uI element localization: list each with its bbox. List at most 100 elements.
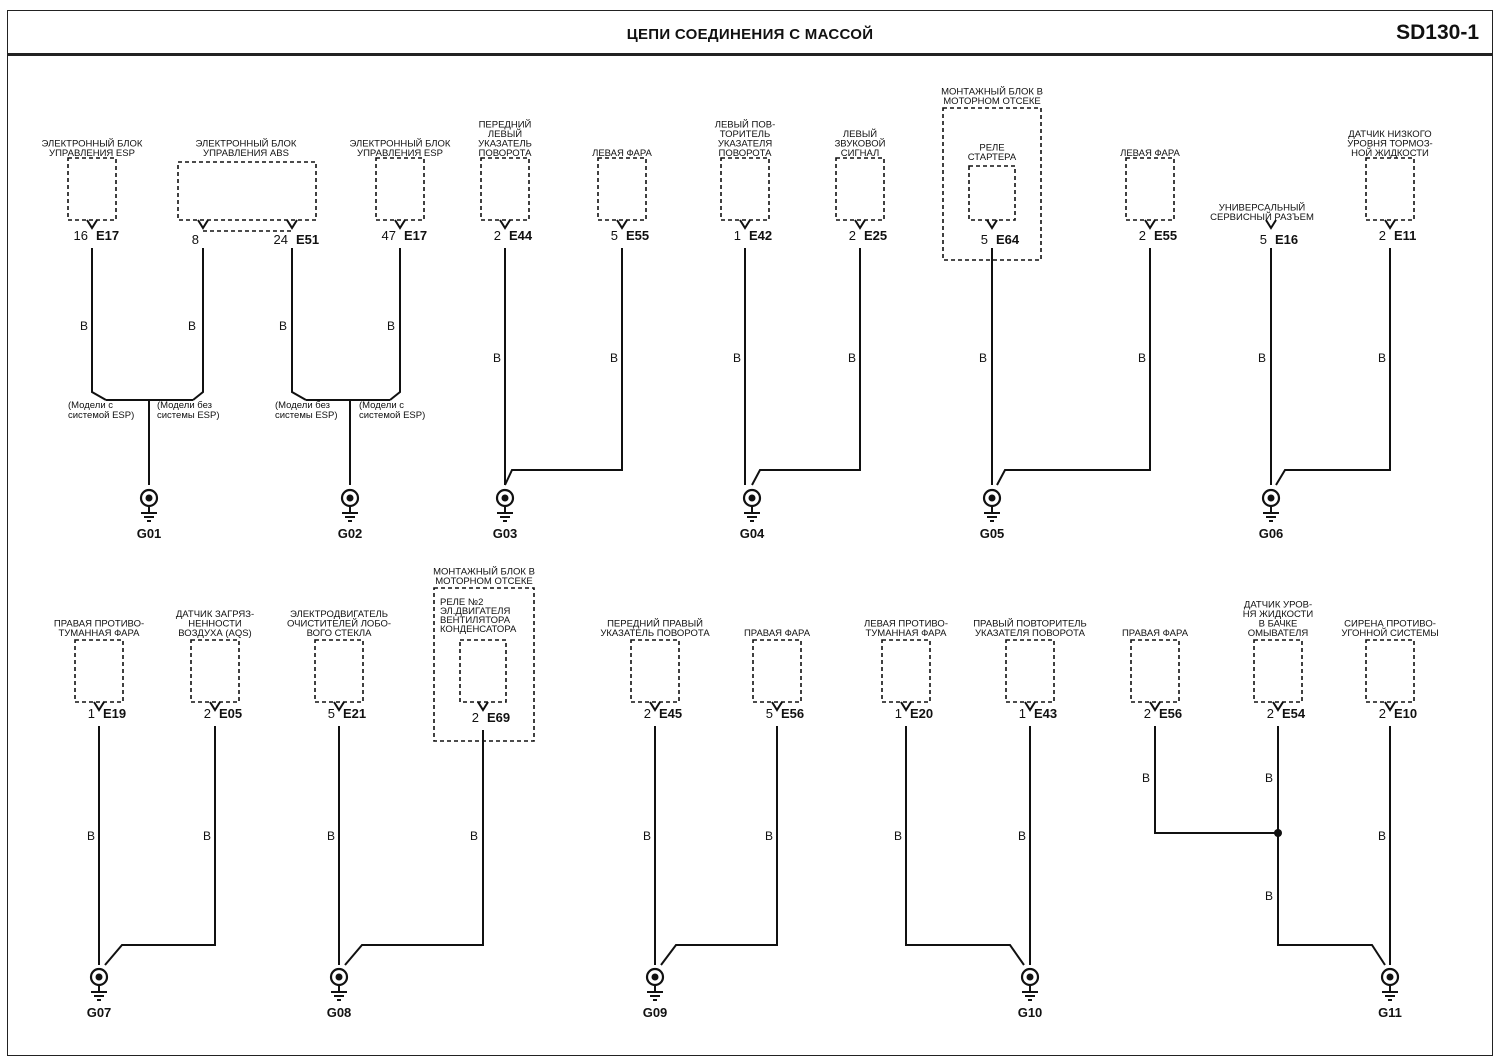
- c8-component-box: [968, 165, 1016, 221]
- c17-connector-id: E56: [781, 706, 804, 721]
- c17-label-line-1: ПРАВАЯ ФАРА: [744, 628, 811, 639]
- ground-g04-center: [748, 494, 756, 502]
- c8-label-line-2: СТАРТЕРА: [968, 152, 1017, 163]
- ground-g11-label: G11: [1378, 1005, 1402, 1020]
- c5-component-box: [597, 157, 647, 221]
- c12-label-line-2: ТУМАННАЯ ФАРА: [58, 628, 140, 639]
- c17-pin-number: 5: [766, 706, 773, 721]
- c8-mount-label-line-2: МОТОРНОМ ОТСЕКЕ: [943, 96, 1040, 107]
- c10-pin-fork: [1265, 219, 1277, 230]
- c14-pin-fork: [333, 701, 345, 712]
- c21-label-line-3: В БАЧКЕ: [1259, 619, 1298, 630]
- wire-color-c8: B: [979, 351, 987, 365]
- abs-pin24-connector-id: E51: [296, 232, 319, 247]
- c14-pin-number: 5: [328, 706, 335, 721]
- wire-c20: [1154, 726, 1278, 834]
- c16-connector-id: E45: [659, 706, 682, 721]
- c15-label-line-2: ЭЛ.ДВИГАТЕЛЯ: [440, 606, 510, 617]
- c20-pin-number: 2: [1144, 706, 1151, 721]
- c7-pin-fork: [854, 219, 866, 230]
- esp1-label-line-1: ЭЛЕКТРОННЫЙ БЛОК: [42, 138, 143, 150]
- c12-pin-number: 1: [88, 706, 95, 721]
- esp2-connector-id: E17: [404, 228, 427, 243]
- esp1-connector-id: E17: [96, 228, 119, 243]
- c4-pin-number: 2: [494, 228, 501, 243]
- wire-color-c7: B: [848, 351, 856, 365]
- ground-g06-center: [1267, 494, 1275, 502]
- c9-component-box: [1125, 157, 1175, 221]
- wire-c5: [504, 248, 623, 486]
- c12-label-line-1: ПРАВАЯ ПРОТИВО-: [54, 619, 144, 630]
- ground-g08-center: [335, 973, 343, 981]
- wire-color-c13: B: [203, 829, 211, 843]
- variant-note-1-line-1: (Модели с: [68, 400, 113, 411]
- wire-c7: [751, 248, 861, 486]
- c8-mount-block: [942, 107, 1042, 261]
- c6-pin-number: 1: [734, 228, 741, 243]
- abs-component-box: [177, 161, 317, 221]
- ground-g01-label: G01: [137, 526, 162, 541]
- ground-g04-label: G04: [740, 526, 765, 541]
- c6-connector-id: E42: [749, 228, 772, 243]
- esp1-pin-number: 16: [74, 228, 88, 243]
- wire-color-c12: B: [87, 829, 95, 843]
- c15-label-line-3: ВЕНТИЛЯТОРА: [440, 615, 511, 626]
- diagram-title: ЦЕПИ СОЕДИНЕНИЯ С МАССОЙ: [626, 26, 874, 43]
- ground-g10-center: [1026, 973, 1034, 981]
- wire-c11: [1275, 248, 1391, 486]
- c11-pin-number: 2: [1379, 228, 1386, 243]
- c21-pin-number: 2: [1267, 706, 1274, 721]
- ground-g02-center: [346, 494, 354, 502]
- c18-label-line-1: ЛЕВАЯ ПРОТИВО-: [864, 619, 948, 630]
- c15-pin-number: 2: [472, 710, 479, 725]
- c16-component-box: [630, 639, 680, 703]
- c8-connector-id: E64: [996, 232, 1020, 247]
- variant-note-2-line-2: системы ESP): [157, 410, 220, 421]
- ground-g01-center: [145, 494, 153, 502]
- c6-label-line-2: ТОРИТЕЛЬ: [720, 129, 771, 140]
- c21-component-box: [1253, 639, 1303, 703]
- abs-label-line-1: ЭЛЕКТРОННЫЙ БЛОК: [196, 138, 297, 150]
- c12-connector-id: E19: [103, 706, 126, 721]
- c13-component-box: [190, 639, 240, 703]
- c10-pin-number: 5: [1260, 232, 1267, 247]
- esp2-pin-number: 47: [382, 228, 396, 243]
- wire-color-esp1: B: [80, 319, 88, 333]
- abs-pin8-number: 8: [192, 232, 199, 247]
- c14-label-line-3: ВОГО СТЕКЛА: [307, 628, 373, 639]
- c8-label-line-1: РЕЛЕ: [979, 143, 1004, 154]
- esp1-pin-fork: [86, 219, 98, 230]
- ground-g09-center: [651, 973, 659, 981]
- variant-note-4-line-2: системой ESP): [359, 410, 425, 421]
- wire-color-c10: B: [1258, 351, 1266, 365]
- ground-g07-label: G07: [87, 1005, 112, 1020]
- c6-pin-fork: [739, 219, 751, 230]
- splice-point: [1274, 829, 1282, 837]
- c15-label-line-1: РЕЛЕ №2: [440, 597, 483, 608]
- c18-component-box: [881, 639, 931, 703]
- wire-color-abs24: B: [279, 319, 287, 333]
- esp2-label-line-1: ЭЛЕКТРОННЫЙ БЛОК: [350, 138, 451, 150]
- ground-g05-center: [988, 494, 996, 502]
- c22-pin-fork: [1384, 701, 1396, 712]
- c19-pin-number: 1: [1019, 706, 1026, 721]
- c18-pin-fork: [900, 701, 912, 712]
- c8-pin-fork: [986, 219, 998, 230]
- c8-pin-number: 5: [981, 232, 988, 247]
- c15-component-box: [459, 639, 507, 703]
- wire-abs-pin24: [291, 248, 307, 401]
- c16-label-line-2: УКАЗАТЕЛЬ ПОВОРОТА: [600, 628, 710, 639]
- esp2-pin-fork: [394, 219, 406, 230]
- c9-pin-fork: [1144, 219, 1156, 230]
- ground-g05-label: G05: [980, 526, 1005, 541]
- c4-component-box: [480, 157, 530, 221]
- ground-g06-label: G06: [1259, 526, 1284, 541]
- c21-pin-fork: [1272, 701, 1284, 712]
- wire-color-c9: B: [1138, 351, 1146, 365]
- wire-c9: [996, 248, 1151, 486]
- c19-pin-fork: [1024, 701, 1036, 712]
- c9-label-line-1: ЛЕВАЯ ФАРА: [1120, 148, 1180, 159]
- wire-c15: [344, 730, 484, 966]
- c5-pin-number: 5: [611, 228, 618, 243]
